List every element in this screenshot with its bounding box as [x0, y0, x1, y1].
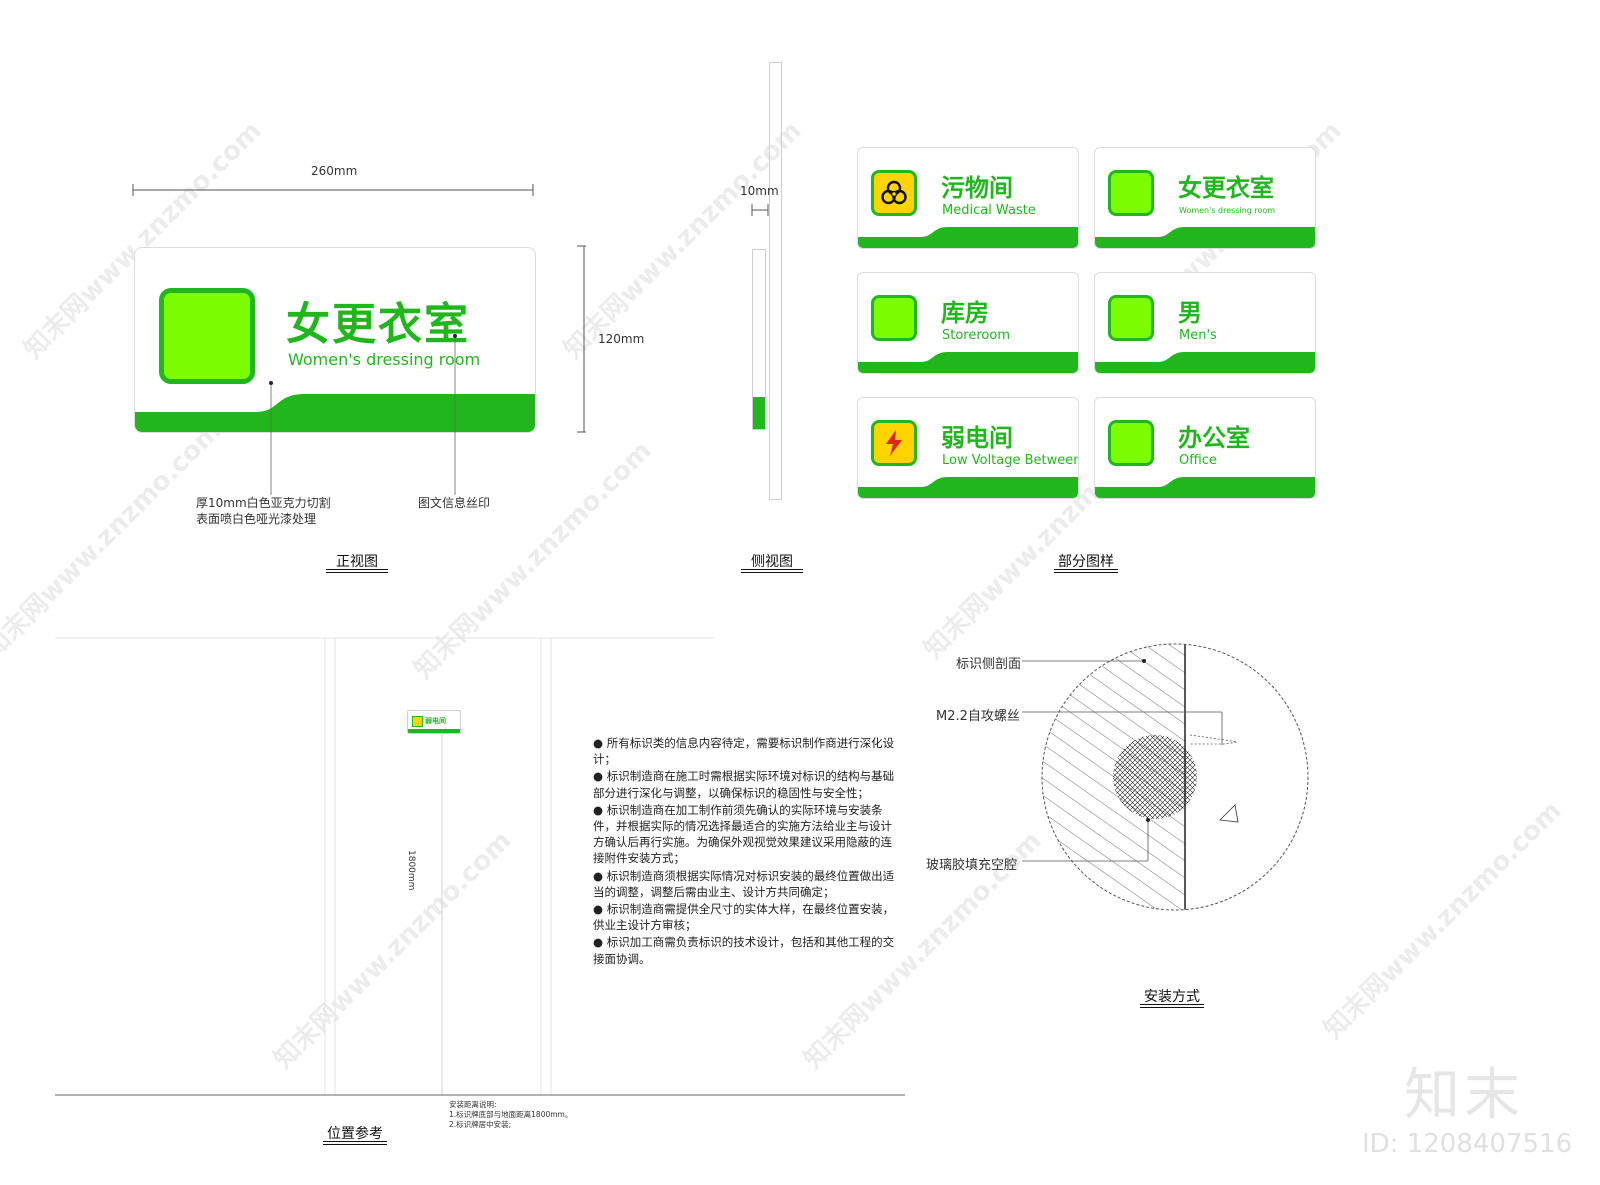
installation-leader-lines	[1022, 659, 1223, 862]
install-note-title: 安装距离说明:	[449, 1100, 497, 1109]
sample-sign-title-cn: 污物间	[941, 174, 1013, 202]
high-voltage-icon	[871, 420, 917, 466]
installation-detail-drawing	[1041, 643, 1309, 911]
install-distance-note: 安装距离说明: 1.标识牌底部与地面距离1800mm。 2.标识牌居中安装;	[449, 1100, 572, 1130]
label-glue: 玻璃胶填充空腔	[926, 858, 1018, 873]
caption-position: 位置参考	[327, 1126, 383, 1142]
sample-sign-title-cn: 库房	[941, 299, 989, 327]
sample-sign-title-cn: 办公室	[1178, 424, 1250, 452]
high-voltage-icon	[412, 716, 423, 727]
height-1800-label: 1800mm	[406, 850, 416, 891]
sample-sign-green-band	[858, 352, 1078, 373]
label-side-section: 标识侧剖面	[956, 657, 1022, 672]
sample-sign-title-en: Medical Waste	[942, 203, 1036, 218]
caption-samples: 部分图样	[1058, 554, 1114, 570]
caption-front-view: 正视图	[336, 554, 378, 570]
install-note-1: 1.标识牌底部与地面距离1800mm。	[449, 1110, 573, 1119]
caption-underline	[1140, 1004, 1204, 1008]
note-material-line1: 厚10mm白色亚克力切割	[196, 496, 331, 510]
thickness-dimension-line	[751, 204, 769, 216]
side-view-profile	[769, 62, 782, 500]
sample-sign-green-band	[858, 227, 1078, 248]
caption-installation: 安装方式	[1144, 989, 1200, 1005]
thickness-label: 10mm	[740, 184, 779, 198]
sample-sign-green-band	[1095, 227, 1315, 248]
caption-underline	[323, 1141, 387, 1145]
note-item: ● 标识制造商在施工时需根据实际环境对标识的结构与基础部分进行深化与调整，以确保…	[593, 769, 895, 800]
side-view-sign-edge	[752, 249, 766, 430]
sign-title-cn: 女更衣室	[286, 299, 470, 350]
brand-logo: 知末	[1404, 1063, 1524, 1128]
mini-sign: 弱电间	[407, 710, 461, 734]
sign-green-band	[135, 394, 535, 432]
sample-sign-title-en: Storeroom	[942, 328, 1010, 343]
position-elevation-drawing	[55, 637, 905, 1096]
design-notes: ● 所有标识类的信息内容待定，需要标识制作商进行深化设计； ● 标识制造商在施工…	[593, 735, 903, 968]
note-material-line2: 表面喷白色哑光漆处理	[196, 512, 317, 526]
sample-sign-green-band	[858, 477, 1078, 498]
sample-sign-title-en: Office	[1179, 453, 1217, 468]
sample-sign-title-cn: 男	[1178, 299, 1202, 327]
note-item: ● 所有标识类的信息内容待定，需要标识制作商进行深化设计；	[593, 736, 895, 767]
width-dimension-line	[132, 184, 534, 196]
width-label: 260mm	[311, 164, 358, 178]
sample-sign-title-en: Women's dressing room	[1179, 206, 1276, 215]
front-view-sign: 女更衣室 Women's dressing room	[134, 247, 536, 433]
label-screw: M2.2自攻螺丝	[936, 709, 1020, 724]
note-item: ● 标识制造商需提供全尺寸的实体大样，在最终位置安装，供业主设计方审核；	[593, 902, 895, 933]
green-square-icon	[1108, 295, 1154, 341]
side-view-green-edge	[753, 397, 765, 429]
sample-sign-title-cn: 弱电间	[941, 424, 1013, 452]
sign-title-en: Women's dressing room	[288, 350, 481, 369]
mini-sign-band	[408, 729, 460, 733]
watermark: 知末网www.znzmo.com	[0, 415, 228, 665]
sample-sign: 女更衣室 Women's dressing room	[1094, 147, 1316, 249]
caption-underline	[326, 569, 388, 573]
caption-underline	[1054, 569, 1118, 573]
sample-sign-title-en: Low Voltage Between	[942, 453, 1079, 468]
green-square-icon	[1108, 420, 1154, 466]
sample-sign-green-band	[1095, 352, 1315, 373]
height-label: 120mm	[598, 332, 645, 346]
caption-underline	[741, 569, 803, 573]
sample-sign-title-cn: 女更衣室	[1178, 174, 1274, 202]
biohazard-icon	[871, 170, 917, 216]
mini-sign-label: 弱电间	[425, 717, 446, 725]
note-print: 图文信息丝印	[418, 496, 491, 510]
sample-sign-green-band	[1095, 477, 1315, 498]
green-square-icon	[1108, 170, 1154, 216]
green-square-icon	[871, 295, 917, 341]
height-dimension-line	[577, 245, 586, 433]
note-item: ● 标识制造商须根据实际情况对标识安装的最终位置做出适当的调整，调整后需由业主、…	[593, 868, 895, 899]
caption-side-view: 侧视图	[751, 554, 793, 570]
watermark: 知末网www.znzmo.com	[1318, 795, 1568, 1045]
note-item: ● 标识加工商需负责标识的技术设计，包括和其他工程的交接面协调。	[593, 935, 895, 966]
sign-icon-square	[159, 288, 255, 384]
note-item: ● 标识制造商在加工制作前须先确认的实际环境与安装条件，并根据实际的情况选择最适…	[593, 802, 892, 866]
asset-id: ID: 1208407516	[1362, 1129, 1573, 1159]
leader-lines	[269, 334, 457, 495]
sample-sign-title-en: Men's	[1179, 328, 1217, 343]
install-note-2: 2.标识牌居中安装;	[449, 1120, 512, 1129]
